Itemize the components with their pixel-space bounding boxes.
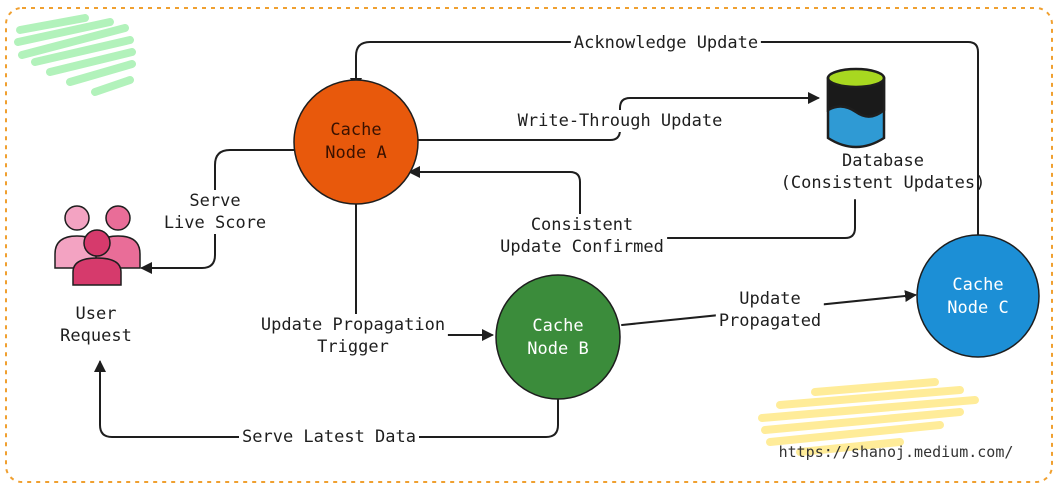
green-scribble [14,14,136,96]
user-group-icon [54,205,141,286]
acknowledge-update-label: Acknowledge Update [570,32,762,54]
update-propagated-label: Update Propagated [715,288,825,332]
source-url[interactable]: https://shanoj.medium.com/ [778,443,1014,461]
serve-live-score-label: Serve Live Score [160,190,270,234]
cache-node-b-circle [495,274,621,400]
cache-node-c-label: Cache Node C [947,275,1009,318]
cache-node-a-circle [293,79,419,205]
update-propagation-trigger-label: Update Propagation Trigger [257,314,449,358]
write-through-update-label: Write-Through Update [514,110,726,132]
serve-latest-data-label: Serve Latest Data [239,426,419,448]
yellow-scribble [758,378,979,456]
cache-node-a-label: Cache Node A [325,120,387,163]
cache-node-b-label: Cache Node B [527,316,589,359]
consistent-update-label: Consistent Update Confirmed [497,214,667,258]
database-icon [826,67,886,149]
dashed-frame [5,7,1053,483]
cache-node-c-circle [916,234,1040,358]
database-label: Database (Consistent Updates) [780,151,986,193]
user-request-label: User Request [60,304,132,346]
